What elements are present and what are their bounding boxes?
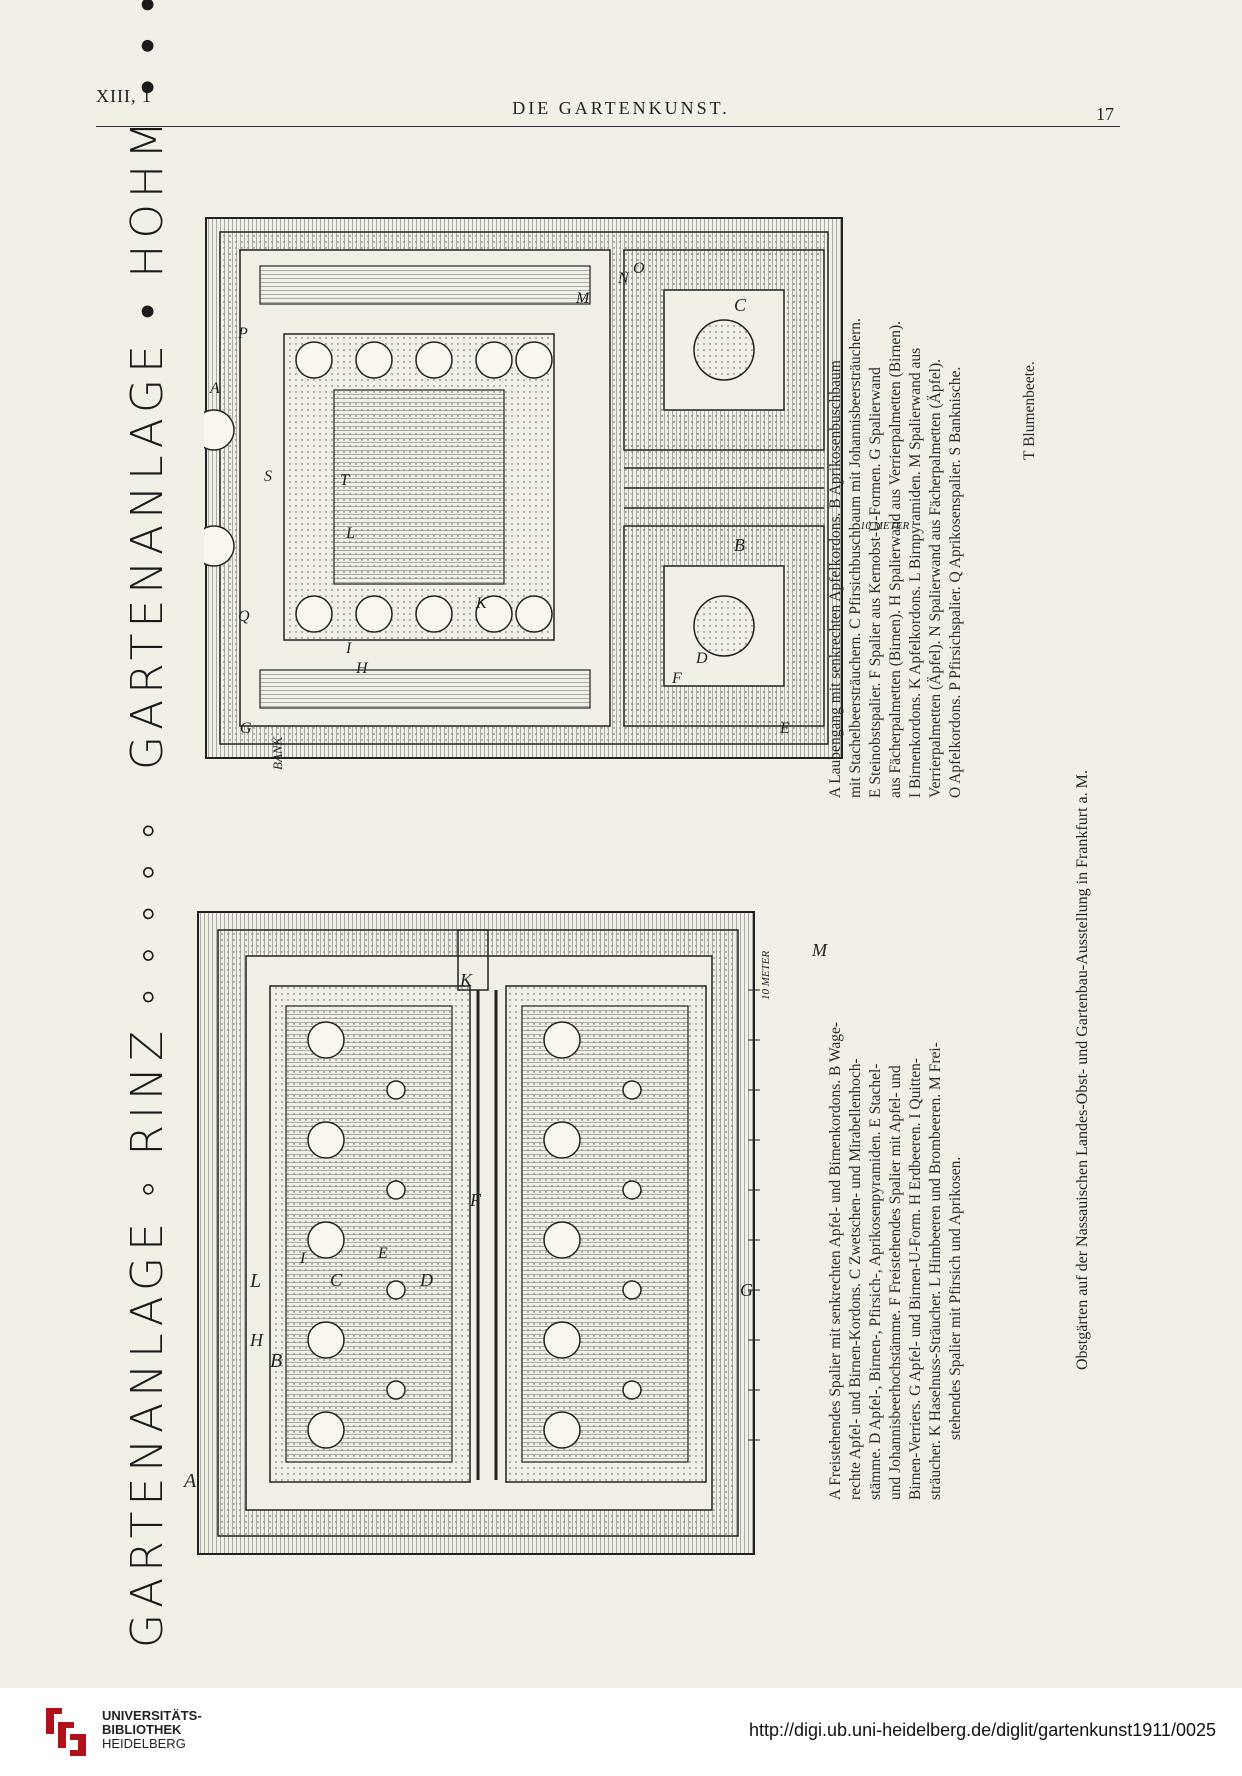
caption-rinz-line-6: sträucher. K Haselnuss-Sträucher. L Himb… <box>927 1042 944 1500</box>
label-f: F <box>470 1190 481 1210</box>
plan-drawing-rinz <box>196 890 836 1580</box>
library-line-1: UNIVERSITÄTS- <box>102 1708 202 1723</box>
label-hohm-p: P <box>238 325 248 342</box>
label-h: H <box>250 1330 263 1350</box>
caption-hohm-line-8: T Blumenbeete. <box>1021 361 1038 460</box>
label-l: L <box>250 1270 262 1292</box>
library-name[interactable]: UNIVERSITÄTS- BIBLIOTHEK HEIDELBERG <box>102 1709 202 1751</box>
page-number: 17 <box>1096 104 1114 124</box>
caption-rinz-line-1: A Freistehendes Spalier mit senkrechten … <box>827 1021 844 1500</box>
header-rule <box>96 126 1120 127</box>
label-hohm-a: A <box>210 380 220 397</box>
library-line-3: HEIDELBERG <box>102 1736 186 1751</box>
label-b: B <box>270 1350 283 1372</box>
caption-hohm-line-2: mit Stachelbeersträuchern. C Pfirsichbus… <box>847 318 864 798</box>
plan-title-hohm: GARTENANLAGE • HOHM • • • • • • <box>122 0 173 770</box>
caption-hohm-line-1: A Laubengang mit senkrechten Apfelkordon… <box>827 360 844 798</box>
label-hohm-q: Q <box>238 608 250 625</box>
label-hohm-d: D <box>696 650 708 667</box>
label-m: M <box>812 940 827 960</box>
label-hohm-f: F <box>672 670 682 687</box>
journal-title: DIE GARTENKUNST. <box>512 98 730 118</box>
caption-hohm-line-5: I Birnenkordons. K Apfelkordons. L Birnp… <box>907 347 924 798</box>
label-hohm-s: S <box>264 468 272 485</box>
label-hohm-c: C <box>734 295 747 315</box>
label-k: K <box>460 970 473 990</box>
label-g: G <box>740 1280 753 1300</box>
caption-hohm-line-3: E Steinobstspalier. F Spalier aus Kernob… <box>867 367 884 798</box>
label-scale-left: 10 METER <box>760 950 772 1000</box>
caption-rinz-line-5: Birnen-Verriers. G Apfel- und Birnen-U-F… <box>907 1057 924 1500</box>
label-hohm-b: B <box>734 535 745 555</box>
label-hohm-h: H <box>356 660 368 677</box>
library-line-2: BIBLIOTHEK <box>102 1722 182 1737</box>
figure-caption: Obstgärten auf der Nassauischen Landes-O… <box>1074 770 1091 1370</box>
caption-rinz-line-2: rechte Apfel- und Birnen-Kordons. C Zwet… <box>847 1058 864 1500</box>
label-hohm-t: T <box>340 472 349 489</box>
label-hohm-o: O <box>633 260 645 277</box>
label-i: I <box>300 1250 306 1267</box>
caption-rinz-line-4: und Johannisbeerhochstämme. F Freistehen… <box>887 1065 904 1500</box>
label-hohm-g: G <box>240 720 252 737</box>
plan-drawing-hohm <box>204 210 844 770</box>
label-a: A <box>184 1470 197 1492</box>
source-url-link[interactable]: http://digi.ub.uni-heidelberg.de/diglit/… <box>748 1720 1216 1740</box>
caption-rinz-line-7: stehendes Spalier mit Pfirsich und Aprik… <box>947 1156 964 1440</box>
volume-number: XIII, 1 <box>96 86 152 106</box>
label-hohm-n: N <box>618 270 629 287</box>
plan-hohm-svg <box>204 217 843 759</box>
plan-rinz-svg <box>197 911 760 1555</box>
label-hohm-e: E <box>780 720 790 737</box>
label-scale-right: 10 METER <box>860 520 910 532</box>
caption-hohm-line-6: Verrierpalmetten (Äpfel). N Spalierwand … <box>927 359 944 798</box>
caption-hohm-line-4: aus Fächerpalmetten (Birnen). H Spalierw… <box>887 320 904 798</box>
label-hohm-m: M <box>576 290 590 307</box>
label-e: E <box>378 1245 388 1262</box>
label-hohm-k: K <box>476 595 487 612</box>
plan-title-rinz: GARTENANLAGE ◦ RINZ ◦ ◦ ◦ ◦ ◦ <box>122 816 173 1648</box>
label-hohm-i: I <box>346 640 352 657</box>
label-hohm-l: L <box>346 525 355 542</box>
label-c: C <box>330 1270 343 1290</box>
library-logo-icon[interactable] <box>42 1704 90 1760</box>
caption-hohm-line-7: O Apfelkordons. P Pfirsichspalier. Q Apr… <box>947 366 964 798</box>
footer-bar <box>0 1688 1242 1776</box>
caption-rinz-line-3: stämme. D Apfel-, Birnen-, Pfirsich-, Ap… <box>867 1063 884 1500</box>
label-d: D <box>420 1270 433 1290</box>
